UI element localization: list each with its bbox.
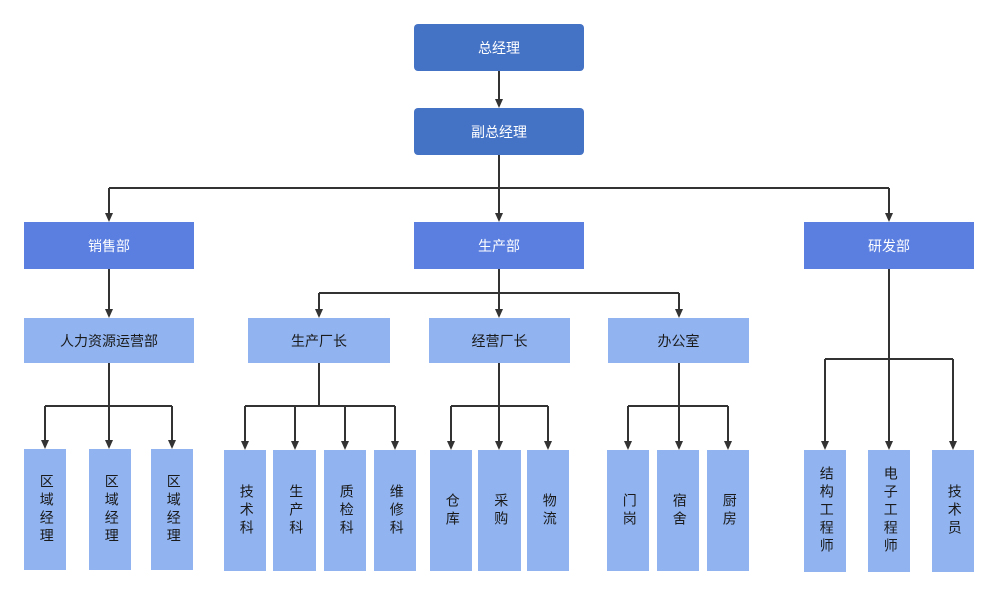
warehouse-label: 仓库 bbox=[443, 492, 460, 529]
technician-label: 技术员 bbox=[945, 484, 962, 538]
logistics-box: 物流 bbox=[527, 450, 569, 571]
regional-manager-label: 区域经理 bbox=[102, 473, 119, 546]
kitchen-box: 厨房 bbox=[707, 450, 749, 571]
factory-director-label: 生产厂长 bbox=[291, 333, 347, 350]
maintenance-section-label: 维修科 bbox=[387, 483, 404, 538]
electronic-engineer-box: 电子工程师 bbox=[868, 450, 910, 572]
technical-section-box: 技术科 bbox=[224, 450, 266, 571]
production-department-label: 生产部 bbox=[478, 238, 520, 255]
dormitory-box: 宿舍 bbox=[657, 450, 699, 571]
factory-director-box: 生产厂长 bbox=[248, 318, 390, 363]
hr-operations-box: 人力资源运营部 bbox=[24, 318, 194, 363]
maintenance-section-box: 维修科 bbox=[374, 450, 416, 571]
sales-department-label: 销售部 bbox=[88, 238, 130, 255]
warehouse-box: 仓库 bbox=[430, 450, 472, 571]
dormitory-label: 宿舍 bbox=[670, 492, 687, 529]
ceo-label: 总经理 bbox=[478, 40, 520, 57]
quality-section-label: 质检科 bbox=[337, 483, 354, 538]
regional-manager-label: 区域经理 bbox=[37, 473, 54, 546]
structural-engineer-box: 结构工程师 bbox=[804, 450, 846, 572]
gatehouse-label: 门岗 bbox=[620, 492, 637, 529]
rnd-department-label: 研发部 bbox=[868, 238, 910, 255]
technical-section-label: 技术科 bbox=[237, 483, 254, 538]
technician-box: 技术员 bbox=[932, 450, 974, 572]
regional-manager-box: 区域经理 bbox=[24, 449, 66, 570]
electronic-engineer-label: 电子工程师 bbox=[881, 466, 898, 556]
vice-ceo-label: 副总经理 bbox=[471, 124, 527, 141]
production-section-label: 生产科 bbox=[287, 483, 304, 538]
hr-operations-label: 人力资源运营部 bbox=[60, 333, 158, 350]
production-section-box: 生产科 bbox=[273, 450, 316, 571]
operations-director-box: 经营厂长 bbox=[429, 318, 570, 363]
vice-ceo-box: 副总经理 bbox=[414, 108, 584, 155]
ceo-box: 总经理 bbox=[414, 24, 584, 71]
regional-manager-label: 区域经理 bbox=[164, 473, 181, 546]
regional-manager-box: 区域经理 bbox=[151, 449, 193, 570]
office-box: 办公室 bbox=[608, 318, 749, 363]
operations-director-label: 经营厂长 bbox=[471, 333, 528, 350]
production-department-box: 生产部 bbox=[414, 222, 584, 269]
kitchen-label: 厨房 bbox=[720, 492, 737, 529]
purchasing-label: 采购 bbox=[492, 492, 509, 529]
structural-engineer-label: 结构工程师 bbox=[817, 466, 834, 556]
sales-department-box: 销售部 bbox=[24, 222, 194, 269]
quality-section-box: 质检科 bbox=[324, 450, 366, 571]
regional-manager-box: 区域经理 bbox=[89, 449, 131, 570]
rnd-department-box: 研发部 bbox=[804, 222, 974, 269]
purchasing-box: 采购 bbox=[478, 450, 521, 571]
gatehouse-box: 门岗 bbox=[607, 450, 649, 571]
office-label: 办公室 bbox=[657, 333, 700, 350]
logistics-label: 物流 bbox=[540, 492, 557, 529]
